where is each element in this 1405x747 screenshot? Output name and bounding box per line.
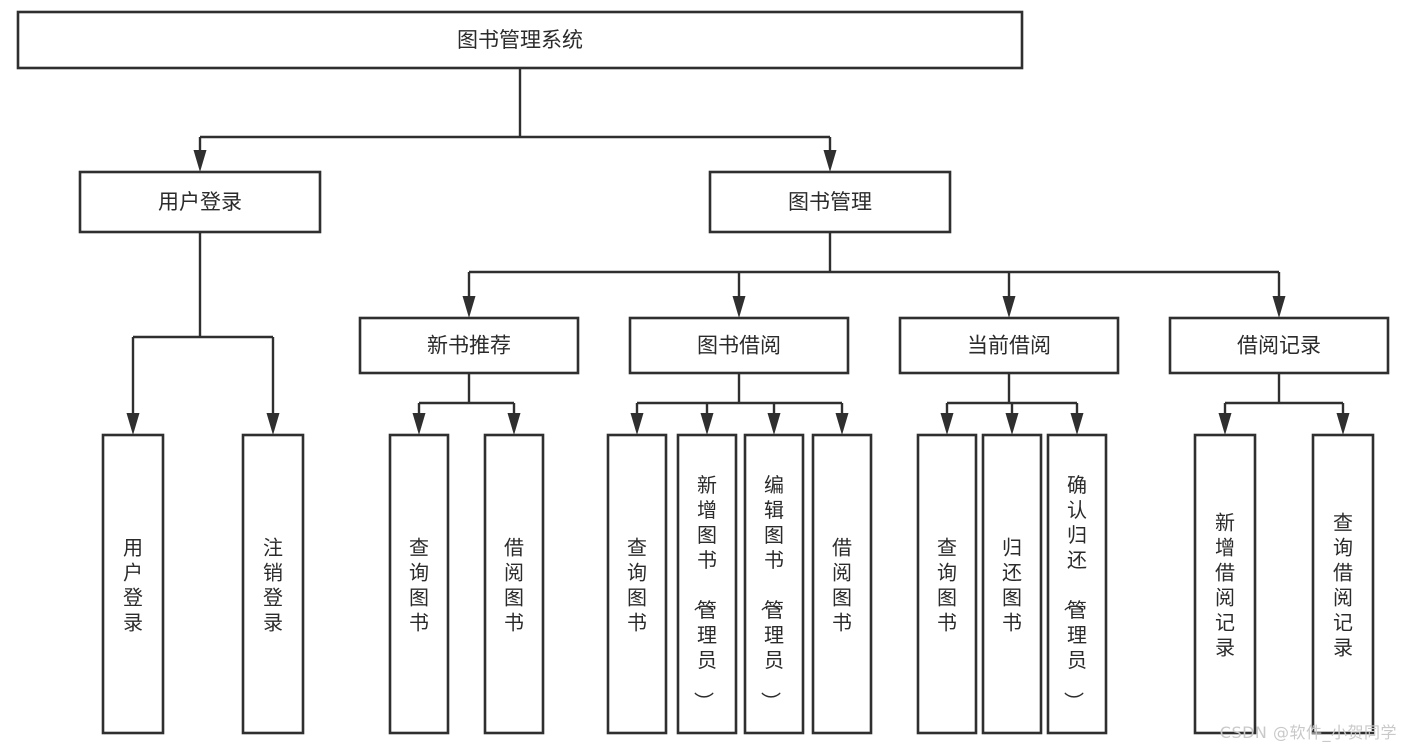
node-bookmgmt[interactable]: 图书管理 — [708, 170, 952, 234]
node-label-login: 用户登录 — [158, 190, 242, 214]
node-label-l-b1: 借阅图书 — [504, 535, 524, 634]
edge-group-borrow — [630, 373, 849, 435]
edge-group-current — [940, 373, 1084, 435]
node-borrow[interactable]: 图书借阅 — [628, 316, 850, 375]
node-login[interactable]: 用户登录 — [78, 170, 322, 234]
node-label-l-q1: 查询图书 — [409, 535, 429, 634]
node-box-l-q1 — [388, 433, 450, 735]
node-box-l-b2 — [811, 433, 873, 735]
node-box-l-b1 — [483, 433, 545, 735]
node-box-newrec — [358, 316, 580, 375]
node-box-l-edit — [743, 433, 805, 735]
node-label-current: 当前借阅 — [967, 334, 1051, 358]
edge-group-newrec — [412, 373, 521, 435]
node-box-l-qrec — [1311, 433, 1375, 735]
node-l-q2[interactable]: 查询图书 — [606, 433, 668, 735]
edge-group-records — [1218, 373, 1350, 435]
node-l-return[interactable]: 归还图书 — [981, 433, 1043, 735]
edge-group-login — [126, 232, 280, 435]
node-l-confirm[interactable]: 确认归还（管理员） — [1046, 433, 1108, 735]
node-label-l-edit: 编辑图书（管理员） — [759, 473, 784, 712]
node-l-addrec[interactable]: 新增借阅记录 — [1193, 433, 1257, 735]
node-box-l-logout — [241, 433, 305, 735]
node-label-l-q3: 查询图书 — [937, 535, 957, 634]
node-newrec[interactable]: 新书推荐 — [358, 316, 580, 375]
node-box-l-q2 — [606, 433, 668, 735]
node-label-bookmgmt: 图书管理 — [788, 190, 872, 214]
node-box-bookmgmt — [708, 170, 952, 234]
node-label-l-addrec: 新增借阅记录 — [1215, 510, 1235, 659]
node-label-l-q2: 查询图书 — [627, 535, 647, 634]
node-box-l-return — [981, 433, 1043, 735]
node-label-records: 借阅记录 — [1237, 334, 1321, 358]
watermark: CSDN @软件_小贺同学 — [1219, 723, 1397, 742]
node-label-l-add: 新增图书（管理员） — [692, 473, 717, 712]
node-l-q1[interactable]: 查询图书 — [388, 433, 450, 735]
node-root[interactable]: 图书管理系统 — [16, 10, 1024, 70]
node-l-add[interactable]: 新增图书（管理员） — [676, 433, 738, 735]
node-box-records — [1168, 316, 1390, 375]
node-box-l-addrec — [1193, 433, 1257, 735]
node-label-l-login: 用户登录 — [123, 535, 143, 634]
node-box-l-login — [101, 433, 165, 735]
node-label-l-confirm: 确认归还（管理员） — [1062, 473, 1087, 712]
node-current[interactable]: 当前借阅 — [898, 316, 1120, 375]
node-l-login[interactable]: 用户登录 — [101, 433, 165, 735]
node-label-l-qrec: 查询借阅记录 — [1333, 510, 1353, 659]
node-label-borrow: 图书借阅 — [697, 334, 781, 358]
node-label-l-logout: 注销登录 — [263, 535, 283, 634]
edge-group-bookmgmt — [462, 232, 1286, 318]
node-box-root — [16, 10, 1024, 70]
node-l-b2[interactable]: 借阅图书 — [811, 433, 873, 735]
node-l-b1[interactable]: 借阅图书 — [483, 433, 545, 735]
node-box-l-confirm — [1046, 433, 1108, 735]
node-layer: 图书管理系统用户登录图书管理新书推荐图书借阅当前借阅借阅记录用户登录注销登录查询… — [16, 10, 1390, 735]
node-box-borrow — [628, 316, 850, 375]
edge-layer — [126, 68, 1350, 435]
node-label-l-return: 归还图书 — [1002, 535, 1022, 634]
node-label-l-b2: 借阅图书 — [832, 535, 852, 634]
node-box-current — [898, 316, 1120, 375]
node-label-newrec: 新书推荐 — [427, 334, 511, 358]
node-box-l-add — [676, 433, 738, 735]
node-l-q3[interactable]: 查询图书 — [916, 433, 978, 735]
node-label-root: 图书管理系统 — [457, 28, 583, 52]
node-box-login — [78, 170, 322, 234]
node-records[interactable]: 借阅记录 — [1168, 316, 1390, 375]
node-box-l-q3 — [916, 433, 978, 735]
node-l-qrec[interactable]: 查询借阅记录 — [1311, 433, 1375, 735]
node-l-edit[interactable]: 编辑图书（管理员） — [743, 433, 805, 735]
node-l-logout[interactable]: 注销登录 — [241, 433, 305, 735]
edge-group-root — [193, 68, 837, 172]
